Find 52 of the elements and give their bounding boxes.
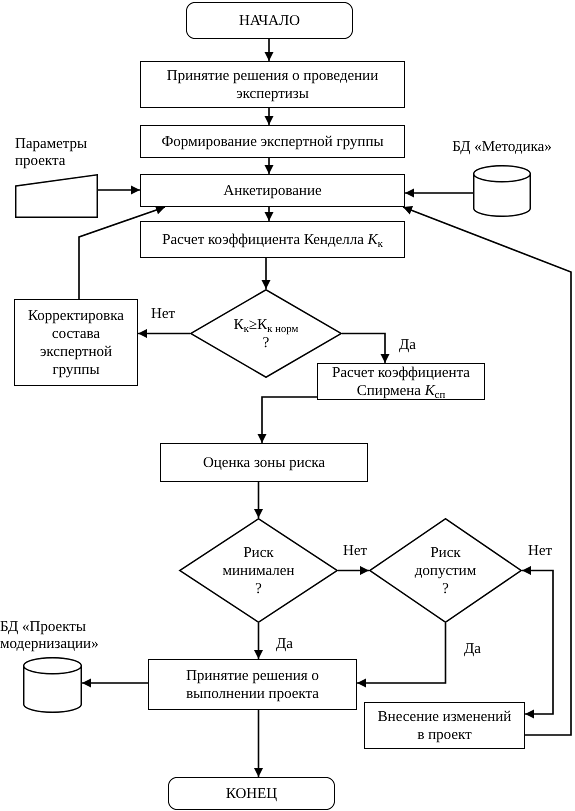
arrow [405, 188, 473, 198]
terminal-box [186, 2, 353, 39]
database-label: БД «Проекты модернизации» [0, 619, 100, 654]
decision-text: К$_{к}$≥К$_{к норм}$ ? [234, 316, 298, 352]
arrow [264, 207, 274, 221]
process-box [14, 299, 138, 386]
arrow [258, 396, 317, 443]
process-box [140, 174, 405, 207]
process-box [317, 363, 485, 400]
step-text: КОНЕЦ [226, 784, 278, 802]
step-text: Оценка зоны риска [202, 454, 326, 472]
step-text: Корректировка состава экспертной группы [27, 306, 125, 378]
edge-label: Да [398, 337, 417, 354]
process-box [140, 221, 405, 258]
arrow [264, 39, 274, 61]
input-label: Параметры проекта [15, 136, 88, 170]
step-text: Внесение изменений в проект [376, 708, 512, 744]
step-text: НАЧАЛО [239, 12, 300, 30]
arrow [402, 206, 572, 736]
step-text: Принятие решения о выполнении проекта [185, 666, 320, 702]
decision-text: Риск минимален ? [222, 544, 294, 598]
edge-label: Да [275, 636, 294, 652]
arrow [342, 332, 390, 363]
process-box [140, 125, 405, 158]
decision-text: Риск допустим ? [414, 544, 476, 598]
arrow [138, 329, 190, 338]
arrow [78, 206, 166, 299]
decision-diamond [179, 518, 338, 623]
process-box [160, 443, 368, 482]
terminal-box [168, 777, 335, 810]
step-text: Расчет коэффициента Кенделла К$_{к}$ [162, 230, 383, 248]
arrow [264, 108, 274, 125]
arrow [98, 186, 140, 194]
arrow [338, 566, 369, 575]
arrow [254, 710, 263, 777]
arrow [254, 482, 263, 518]
arrow [82, 678, 148, 688]
step-text: Расчет коэффициента Спирмена К$_{сп}$ [331, 364, 471, 400]
step-text: Формирование экспертной группы [161, 132, 384, 150]
process-box [364, 702, 525, 749]
arrow [357, 623, 446, 688]
database-label: БД «Методика» [452, 139, 552, 156]
process-box [148, 659, 357, 710]
arrow [262, 258, 270, 289]
arrow [254, 623, 263, 659]
decision-diamond [369, 518, 522, 623]
edge-label: Да [463, 641, 482, 658]
arrow [264, 158, 274, 174]
process-box [140, 61, 405, 108]
arrow [522, 566, 554, 718]
step-text: Принятие решения о проведении экспертизы [166, 66, 380, 102]
step-text: Анкетирование [223, 182, 322, 200]
